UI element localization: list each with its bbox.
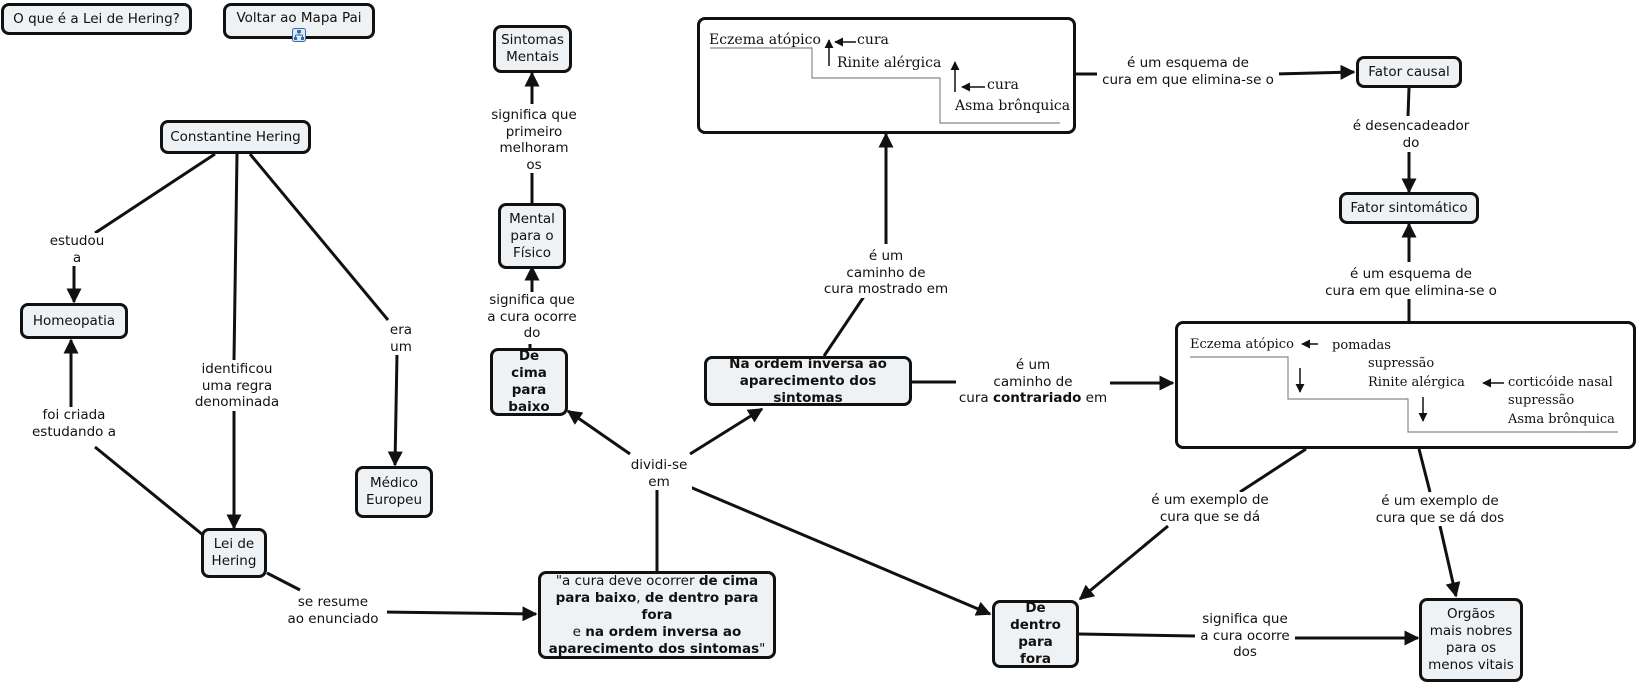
link-label-dividi-se: dividi-se em bbox=[626, 457, 692, 490]
concept-text: Fator sintomático bbox=[1350, 199, 1468, 216]
edge-rightdiagram-exemploda bbox=[1239, 447, 1307, 494]
edge-exemploda-dedentro bbox=[1078, 524, 1169, 601]
concept-lei-de-hering[interactable]: Lei de Hering bbox=[201, 528, 267, 578]
concept-text: Sintomas Mentais bbox=[501, 32, 564, 65]
concept-text: Na ordem inversa ao aparecimento dos sin… bbox=[729, 355, 887, 406]
link-label-caminho-mostrado: é um caminho de cura mostrado em bbox=[818, 248, 954, 298]
edge-constantine-identificou bbox=[232, 153, 239, 361]
link-label-significa-dentro: significa que a cura ocorre dos bbox=[1195, 611, 1295, 661]
edge-constantine-estudou bbox=[94, 152, 216, 235]
concept-de-dentro-para-fora[interactable]: De dentro para fora bbox=[992, 600, 1079, 668]
edge-lei-foicriada bbox=[94, 445, 204, 537]
concept-de-cima-para-baixo[interactable]: De cima para baixo bbox=[490, 348, 568, 416]
concept-text: "a cura deve ocorrer de cima para baixo,… bbox=[548, 572, 766, 657]
diagram-text-cura: cura bbox=[987, 77, 1019, 93]
concept-right-suppression-diagram[interactable]: Eczema atópico pomadas supressão Rinite … bbox=[1175, 321, 1636, 449]
diagram-text-eczema: Eczema atópico bbox=[709, 32, 821, 48]
concept-text: De cima para baixo bbox=[508, 348, 550, 415]
edge-fatorcausal-desencadeador bbox=[1406, 87, 1411, 117]
edge-seresume-enunciado bbox=[379, 606, 538, 622]
diagram-text-asma: Asma brônquica bbox=[955, 98, 1071, 114]
link-label-foi-criada: foi criada estudando a bbox=[24, 407, 124, 440]
link-label-caminho-contrariado: é um caminho de cura contrariado em bbox=[956, 357, 1110, 407]
concept-text: O que é a Lei de Hering? bbox=[13, 10, 180, 27]
concept-medico-europeu[interactable]: Médico Europeu bbox=[355, 466, 433, 518]
diagram-text-pomadas: pomadas bbox=[1332, 338, 1391, 353]
concept-text: Mental para o Físico bbox=[509, 210, 555, 261]
concept-text: De dentro para fora bbox=[1010, 600, 1061, 667]
edge-exemplodos-orgaos bbox=[1438, 525, 1461, 598]
link-label-significa-cima: significa que a cura ocorre do bbox=[478, 292, 586, 342]
concept-text: Voltar ao Mapa Pai bbox=[236, 10, 362, 26]
concept-enunciado[interactable]: "a cura deve ocorrer de cima para baixo,… bbox=[538, 571, 776, 659]
concept-mental-para-fisico[interactable]: Mental para o Físico bbox=[498, 203, 566, 269]
suppression-drawing bbox=[1190, 339, 1618, 433]
edge-rightdiagram-exemplodos bbox=[1417, 448, 1432, 493]
diagram-text-corticoide: corticóide nasal bbox=[1508, 375, 1613, 390]
link-label-identificou: identificou uma regra denominada bbox=[188, 361, 286, 411]
concept-orgaos-nobres[interactable]: Orgãos mais nobres para os menos vitais bbox=[1419, 598, 1523, 682]
edge-ordem-caminho bbox=[822, 291, 869, 357]
link-label-exemplo-dos: é um exemplo de cura que se dá dos bbox=[1364, 493, 1516, 526]
edge-dividi-ordem bbox=[689, 407, 764, 456]
concept-constantine-hering[interactable]: Constantine Hering bbox=[160, 120, 311, 154]
diagram-text-supressao: supressão bbox=[1368, 356, 1435, 371]
concept-text: Lei de Hering bbox=[211, 536, 257, 569]
concept-text: Homeopatia bbox=[32, 312, 116, 329]
edge-era-medico bbox=[387, 353, 403, 467]
link-label-esquema-top: é um esquema de cura em que elimina-se o bbox=[1097, 55, 1279, 88]
diagram-text-eczema: Eczema atópico bbox=[1190, 337, 1294, 352]
link-label-significa-mentais: significa que primeiro melhoram os bbox=[483, 107, 585, 173]
edge-dividi-decima bbox=[566, 409, 631, 456]
concept-ordem-inversa[interactable]: Na ordem inversa ao aparecimento dos sin… bbox=[704, 356, 912, 406]
cure-progression-drawing bbox=[710, 37, 1060, 124]
diagram-text-asma: Asma brônquica bbox=[1508, 412, 1615, 427]
concept-sintomas-mentais[interactable]: Sintomas Mentais bbox=[493, 25, 572, 73]
concept-homeopatia[interactable]: Homeopatia bbox=[20, 303, 128, 339]
link-label-exemplo-da: é um exemplo de cura que se dá bbox=[1144, 492, 1276, 525]
concept-fator-causal[interactable]: Fator causal bbox=[1356, 56, 1462, 88]
diagram-text-supressao: supressão bbox=[1508, 393, 1575, 408]
concept-fator-sintomatico[interactable]: Fator sintomático bbox=[1339, 192, 1479, 224]
link-label-estudou: estudou a bbox=[44, 233, 110, 266]
concept-top-cure-diagram[interactable]: Eczema atópico cura Rinite alérgica cura… bbox=[697, 17, 1076, 134]
concept-map-link-icon[interactable] bbox=[292, 28, 306, 42]
edge-dividi-dedentro bbox=[689, 485, 992, 616]
edge-dedentro-significa bbox=[1078, 632, 1196, 638]
link-label-esquema-right: é um esquema de cura em que elimina-se o bbox=[1320, 266, 1502, 299]
concept-text: Médico Europeu bbox=[365, 475, 423, 508]
edge-constantine-era bbox=[248, 153, 390, 321]
link-label-se-resume: se resume ao enunciado bbox=[279, 594, 387, 627]
edge-lei-seresume bbox=[266, 571, 301, 592]
concept-text: Constantine Hering bbox=[170, 128, 301, 145]
diagram-text-rinite: Rinite alérgica bbox=[1368, 375, 1465, 390]
diagram-text-rinite: Rinite alérgica bbox=[837, 55, 942, 71]
link-label-desencadeador: é desencadeador do bbox=[1348, 118, 1474, 151]
edge-esquema-fatorcausal bbox=[1274, 64, 1356, 80]
concept-o-que-e-lei-de-hering[interactable]: O que é a Lei de Hering? bbox=[1, 3, 192, 35]
diagram-text-cura: cura bbox=[857, 32, 889, 48]
link-label-era: era um bbox=[382, 322, 420, 355]
concept-text: Orgãos mais nobres para os menos vitais bbox=[1428, 606, 1514, 673]
concept-text: Fator causal bbox=[1368, 63, 1450, 80]
